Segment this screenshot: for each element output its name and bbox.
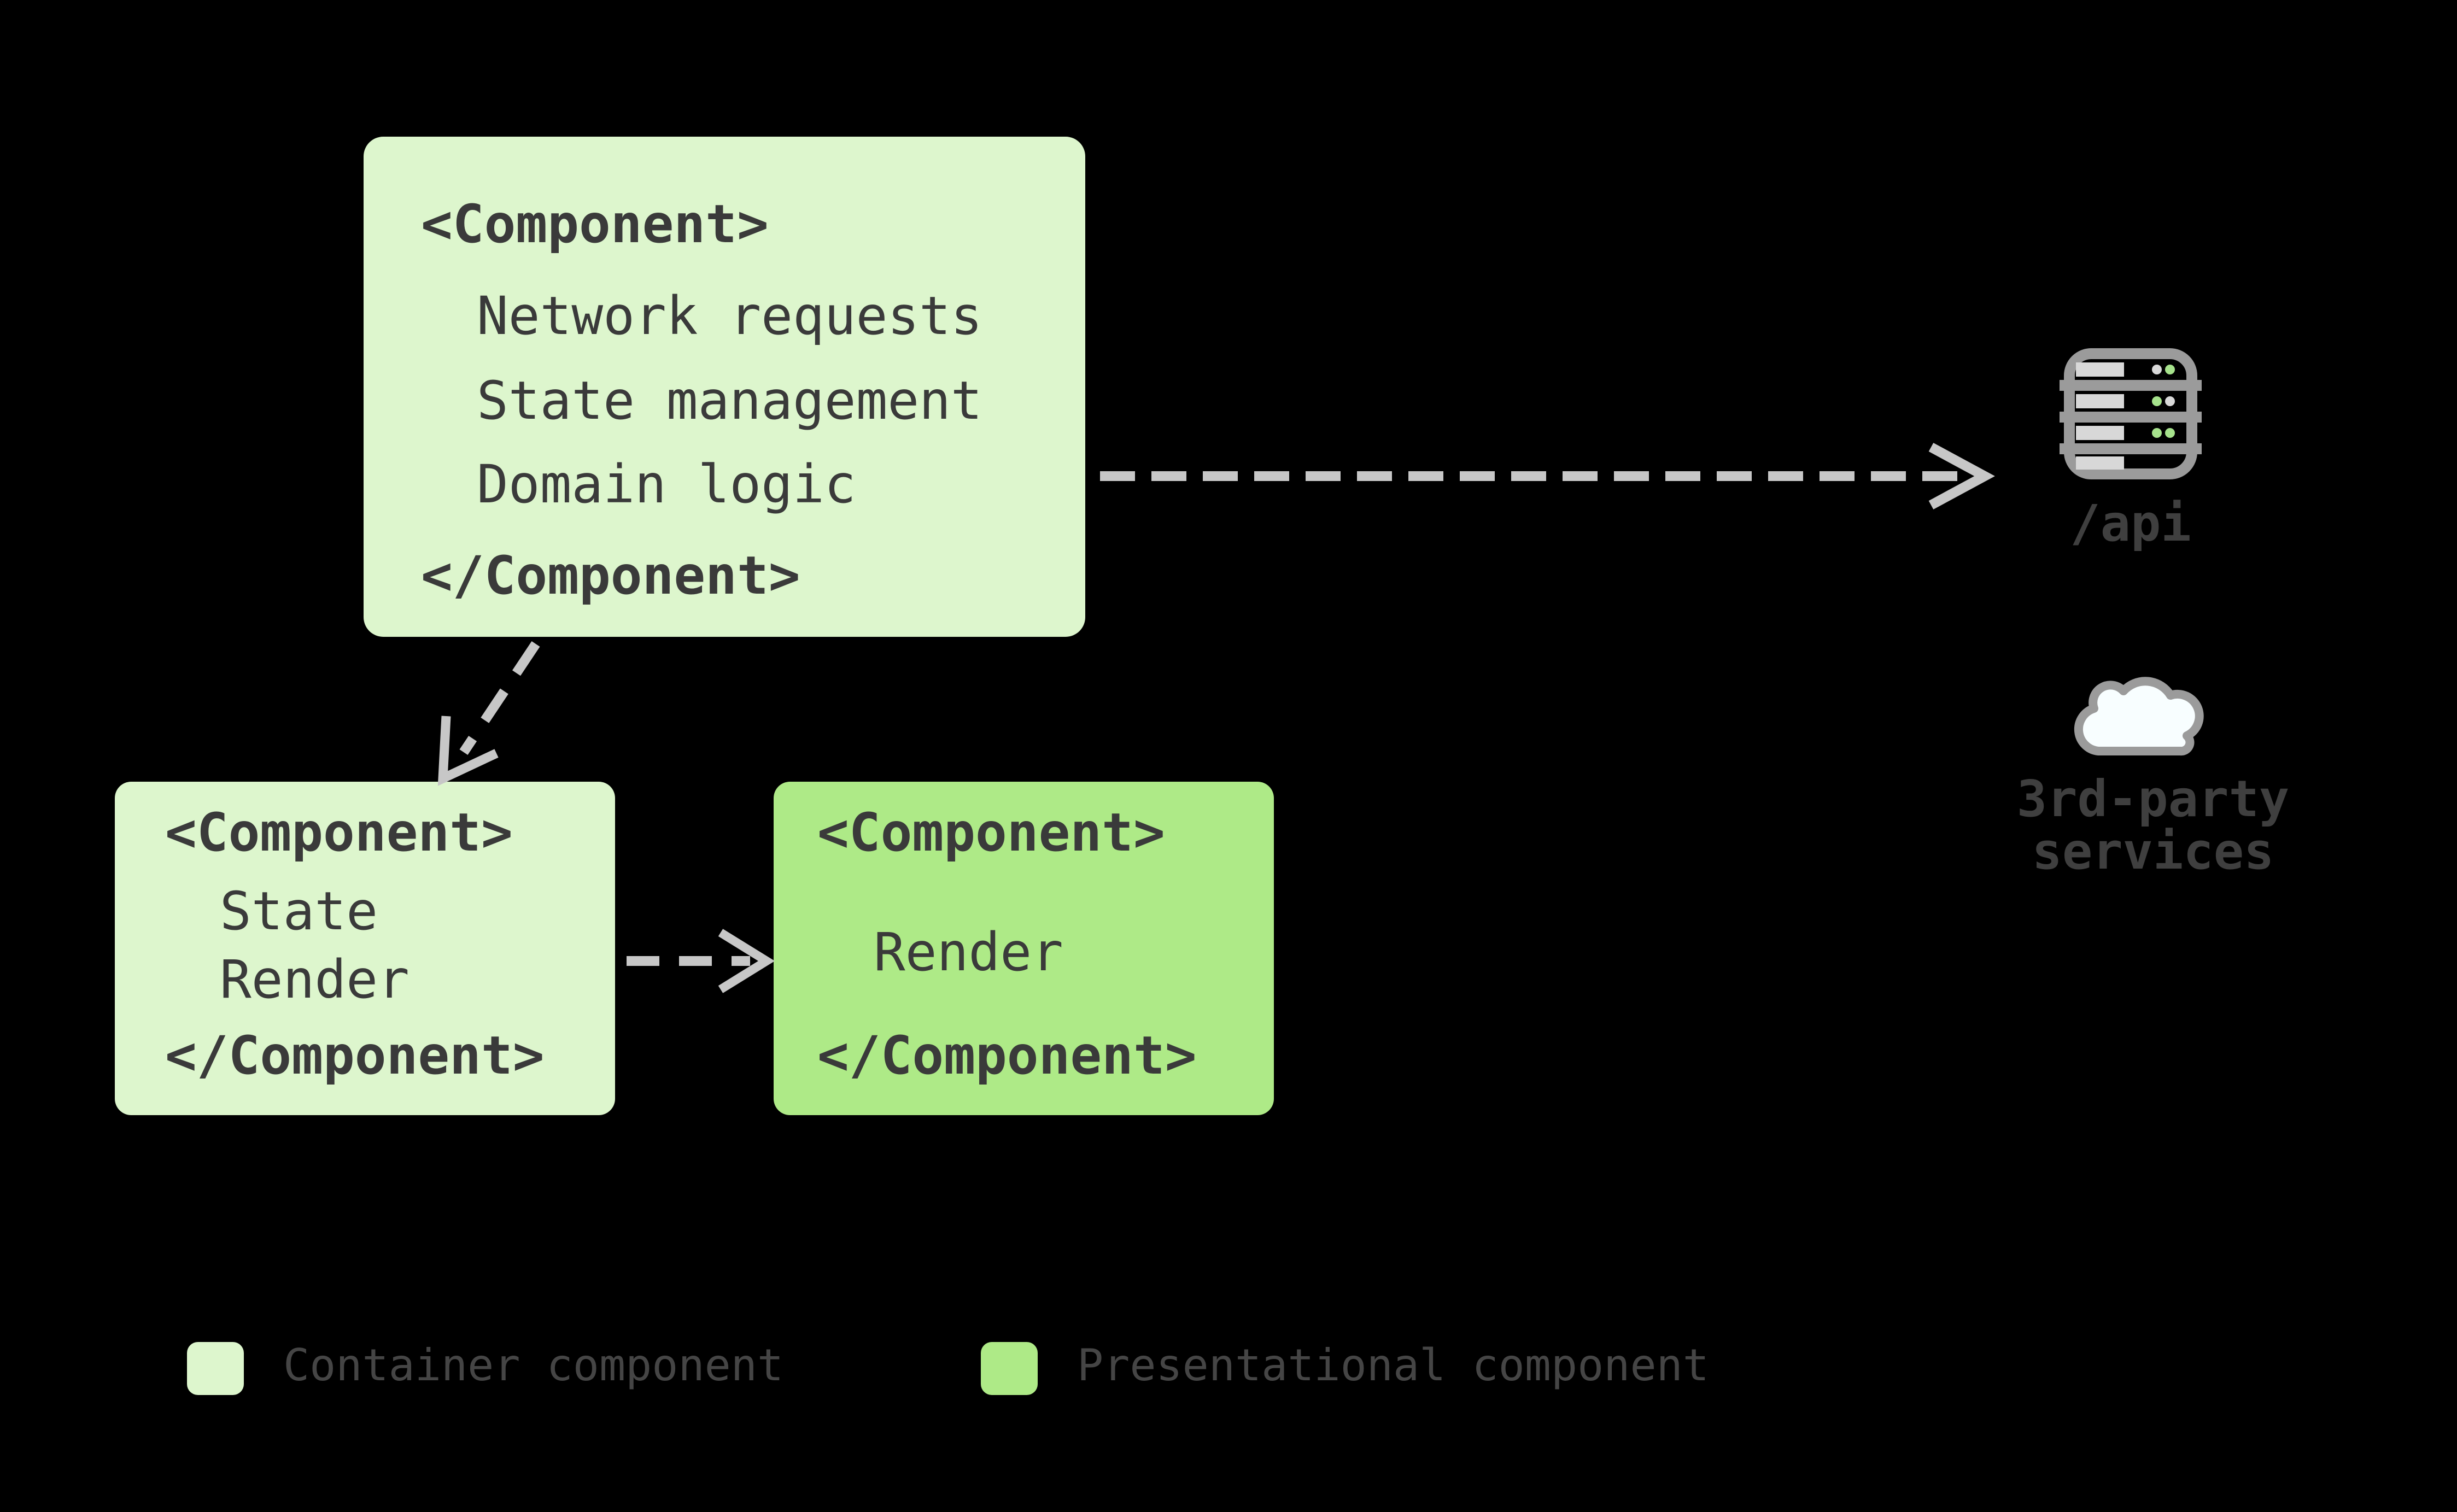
legend-label-container: Container component [283, 1340, 784, 1391]
cloud-icon [2074, 677, 2204, 756]
container-item-network-requests: Network requests [477, 285, 982, 347]
presentational-item-render: Render [874, 922, 1063, 983]
container-open-tag: <Component> [421, 194, 769, 255]
arrow-container-to-child [437, 641, 540, 786]
server-icon [2060, 348, 2202, 479]
arrow-container-to-api [1100, 443, 1995, 509]
api-label: /api [2070, 494, 2191, 553]
container-item-domain-logic: Domain logic [477, 454, 856, 515]
presentational-component-box: <Component> Render </Component> [774, 782, 1274, 1115]
arrow-child-to-presentational [627, 929, 775, 993]
legend-swatch-presentational [981, 1342, 1038, 1395]
child-item-state: State [220, 881, 378, 942]
presentational-open-tag: <Component> [817, 802, 1165, 863]
legend-label-presentational: Presentational component [1077, 1340, 1709, 1391]
presentational-close-tag: </Component> [817, 1025, 1197, 1086]
child-item-render: Render [220, 949, 410, 1010]
third-party-label-line1: 3rd-party [2016, 770, 2290, 828]
child-open-tag: <Component> [165, 802, 513, 863]
container-item-state-management: State management [477, 370, 982, 431]
child-close-tag: </Component> [165, 1025, 545, 1086]
legend-swatch-container [187, 1342, 244, 1395]
container-component-box: <Component> Network requests State manag… [364, 137, 1085, 637]
third-party-label-line2: services [2032, 822, 2274, 881]
child-container-component-box: <Component> State Render </Component> [115, 782, 615, 1115]
container-close-tag: </Component> [421, 545, 800, 606]
